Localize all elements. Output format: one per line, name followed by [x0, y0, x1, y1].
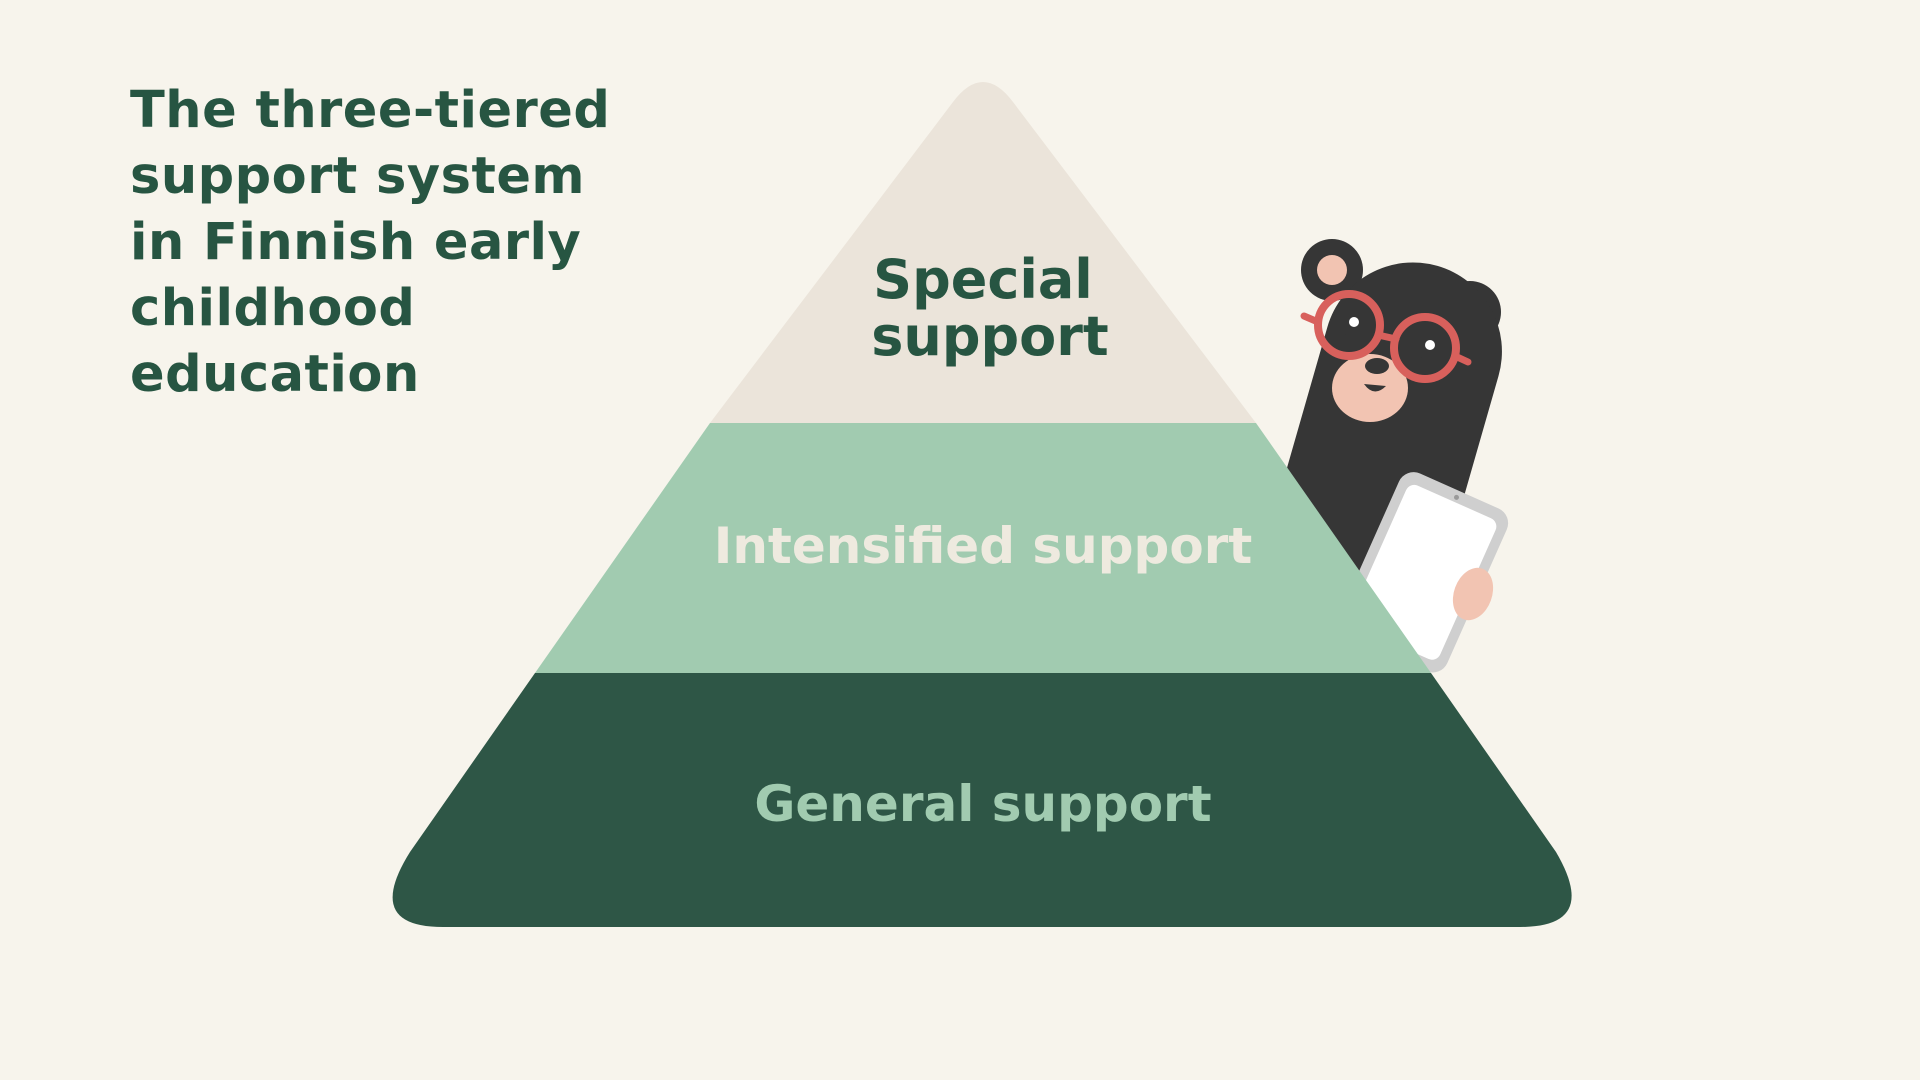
pyramid [392, 82, 1572, 927]
tier-general-shape [392, 673, 1572, 927]
tier-special-label-line-1: Special [873, 248, 1093, 311]
tier-intensified-label: Intensified support [714, 517, 1253, 575]
title-line: support system [130, 147, 586, 206]
tier-intensified-shape [535, 423, 1431, 673]
title-line: childhood [130, 279, 416, 338]
title-line: education [130, 345, 420, 404]
infographic-title: The three-tiered support system in Finni… [130, 78, 650, 408]
glasses-icon [1300, 290, 1472, 383]
bear-left-ear-inner [1317, 255, 1347, 285]
bear-mouth [1364, 384, 1386, 392]
tier-special-shape [710, 82, 1256, 423]
title-line: The three-tiered [130, 81, 611, 140]
tier-special-label-line-2: support [871, 305, 1108, 368]
title-line: in Finnish early [130, 213, 582, 272]
bear-paw [1452, 567, 1494, 621]
tier-general-label: General support [754, 775, 1211, 833]
bear-nose [1365, 358, 1389, 374]
